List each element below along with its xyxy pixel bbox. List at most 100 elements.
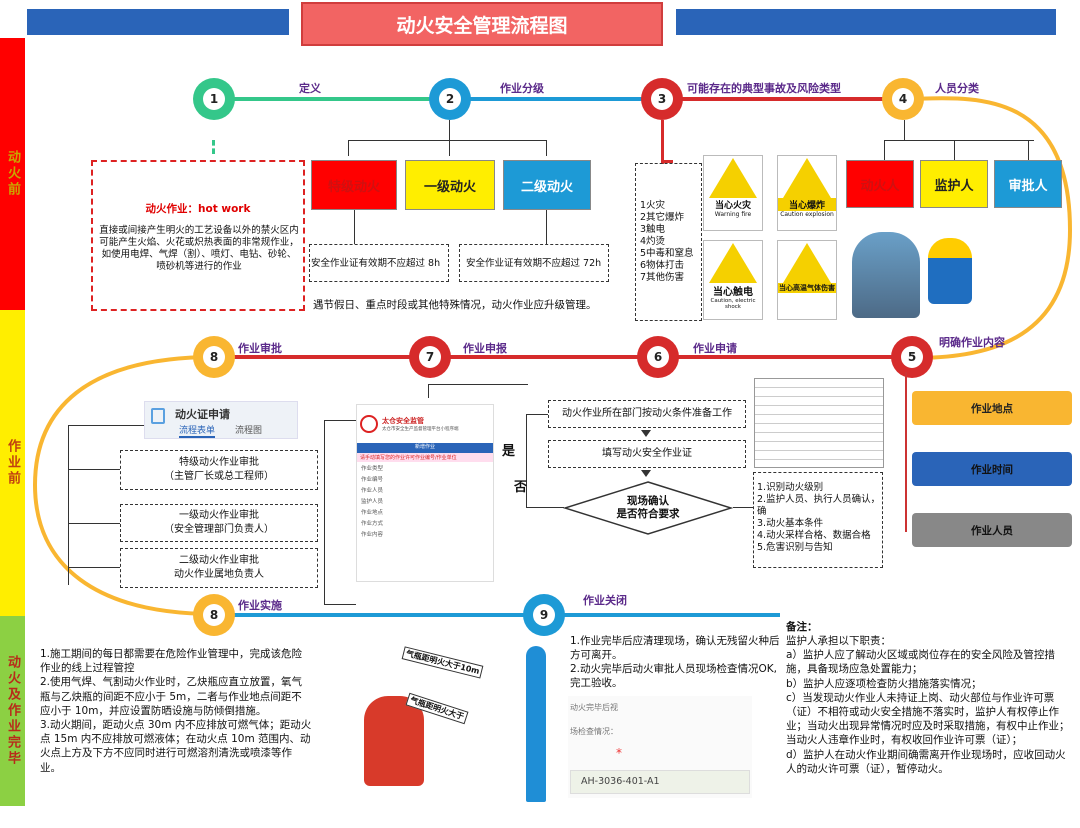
approval-special-box: [120, 450, 318, 490]
step-4-label: 人员分类: [935, 82, 979, 95]
apply-step-fill-text: 填写动火安全作业证: [602, 448, 692, 459]
flow-curve-8-8: [32, 355, 216, 616]
check-list-item: 2.监护人员、执行人员确认，确: [757, 494, 881, 517]
notes-body: 监护人承担以下职责： a）监护人应了解动火区域或岗位存在的安全风险及管控措施，具…: [786, 635, 1070, 775]
grade-first: 一级动火: [405, 160, 495, 210]
arrow-down: [641, 430, 651, 437]
app-field-label: 作业类型: [361, 466, 384, 472]
grade-second: 二级动火: [503, 160, 591, 210]
flow-line-8-9: [214, 613, 544, 617]
tab-flowchart[interactable]: 流程图: [235, 426, 263, 436]
risk-item: 7其他伤害: [640, 272, 685, 283]
people-tree-line: [884, 140, 1034, 141]
gas-cylinder-icon: [526, 646, 546, 802]
check-list-item: 3.动火基本条件: [757, 518, 824, 529]
check-list-item: 4.动火采样合格、数据合格: [757, 530, 871, 541]
approval-app-card: 动火证申请 流程表单 流程图: [144, 401, 298, 439]
risk-connector-hook: [661, 160, 673, 163]
notes-title: 备注：: [786, 621, 818, 633]
app-to-approval-bottom: [324, 604, 356, 605]
check-to-list-line: [733, 507, 753, 508]
approval-second-text: 二级动火作业审批 动火作业属地负责人: [174, 555, 264, 580]
flow-line-2-3: [450, 97, 662, 101]
explosion-warning-icon: [783, 158, 831, 198]
app-to-approval-down: [324, 420, 325, 604]
org-logo-icon: [360, 415, 378, 433]
check-yes-label: 是: [502, 444, 516, 459]
step-5-circle: 5: [891, 336, 933, 378]
approval-tree-top: [68, 425, 144, 426]
check-loop-top: [526, 414, 548, 415]
app-field-label: 作业内容: [361, 532, 384, 538]
step-8-circle-implement: 8: [193, 594, 235, 636]
flow-curve-4-5: [903, 96, 1073, 360]
mobile-app-screenshot: 太仓安全监管太仓市安全生产监督管理平台小程序端 新增作业 请手动填写您的作业许可…: [356, 404, 494, 582]
step-6-label: 作业申请: [693, 342, 737, 355]
grade-tree-stem: [449, 120, 450, 140]
definition-connector: [212, 140, 215, 154]
step-7-label: 作业申报: [463, 342, 507, 355]
check-list-item: 1.识别动火级别: [757, 482, 824, 493]
grade-branch-1: [348, 140, 349, 156]
welder-figure-icon: [364, 696, 424, 786]
people-branch-3: [1028, 140, 1029, 160]
app-to-approval-line: [324, 420, 356, 421]
tab-flow-form[interactable]: 流程表单: [179, 423, 216, 438]
people-branch-1: [884, 140, 885, 160]
content-time: 作业时间: [912, 452, 1072, 486]
app-header: 太仓安全监管太仓市安全生产监督管理平台小程序端: [357, 405, 493, 443]
step-2-circle: 2: [429, 78, 471, 120]
app-field-label: 作业地点: [361, 510, 384, 516]
valid-72h-box: [459, 244, 609, 282]
app-bar: 新增作业: [357, 443, 493, 453]
implement-text: 1.施工期间的每日都需要在危险作业管理中，完成该危险作业的线上过程管控 2.使用…: [40, 648, 312, 774]
flow-line-3-4: [662, 97, 904, 101]
apply-step-prepare: [548, 400, 746, 428]
close-form-line-1: 动火完毕后视: [570, 703, 618, 712]
close-form-image: 动火完毕后视 场检查情况： * AH-3036-401-A1: [568, 696, 752, 798]
required-star: *: [616, 746, 622, 760]
hose-label-1: 气瓶距明火大于10m: [401, 646, 484, 679]
risk-list-box: [635, 163, 702, 321]
valid-8h-box: [309, 244, 449, 282]
check-diamond-text: 现场确认 是否符合要求: [616, 495, 680, 520]
flow-line-9-end: [544, 613, 780, 617]
approval-special-text: 特级动火作业审批 （主管厂长或总工程师）: [164, 457, 274, 482]
yes-to-app-line: [428, 384, 528, 385]
step-3-label: 可能存在的典型事故及风险类型: [687, 82, 841, 95]
step-9-circle: 9: [523, 594, 565, 636]
step-4-circle: 4: [882, 78, 924, 120]
role-approver: 审批人: [994, 160, 1062, 208]
step-7-circle: 7: [409, 336, 451, 378]
valid-8h-text: 安全作业证有效期不应超过 8h: [311, 258, 441, 269]
step-5-label: 明确作业内容: [939, 336, 1005, 349]
job-form-image: [754, 378, 884, 468]
grade-tree-line: [348, 140, 546, 141]
approval-tree-trunk: [68, 425, 69, 585]
people-tree-stem: [904, 120, 905, 140]
yes-to-app-drop: [428, 384, 429, 398]
app-notice: 请手动填写您的作业许可作业编号/作业单位: [357, 453, 493, 462]
document-icon: [151, 408, 165, 424]
role-guardian: 监护人: [920, 160, 988, 208]
sidebar-section-1: 动火前: [0, 38, 25, 310]
content-place: 作业地点: [912, 391, 1072, 425]
check-list-item: 5.危害识别与告知: [757, 542, 833, 553]
risk-item: 3触电: [640, 224, 666, 235]
step-9-label: 作业关闭: [583, 594, 627, 607]
step-8-implement-label: 作业实施: [238, 599, 282, 612]
step-3-circle: 3: [641, 78, 683, 120]
definition-body: 直接或间接产生明火的工艺设备以外的禁火区内可能产生火焰、火花或炽热表面的非常规作…: [99, 225, 299, 272]
grade-special: 特级动火: [311, 160, 397, 210]
app-org-name: 太仓安全监管: [382, 417, 424, 425]
grade-branch-2: [449, 140, 450, 156]
risk-item: 6物体打击: [640, 260, 685, 271]
sign-hot-gas: 当心高温气体伤害: [777, 240, 837, 320]
approval-first-box: [120, 504, 318, 542]
sidebar-section-2: 作业前: [0, 310, 25, 616]
step-8-circle-approval: 8: [193, 336, 235, 378]
form-code-field: AH-3036-401-A1: [570, 770, 750, 794]
approval-app-title: 动火证申请: [175, 408, 230, 421]
